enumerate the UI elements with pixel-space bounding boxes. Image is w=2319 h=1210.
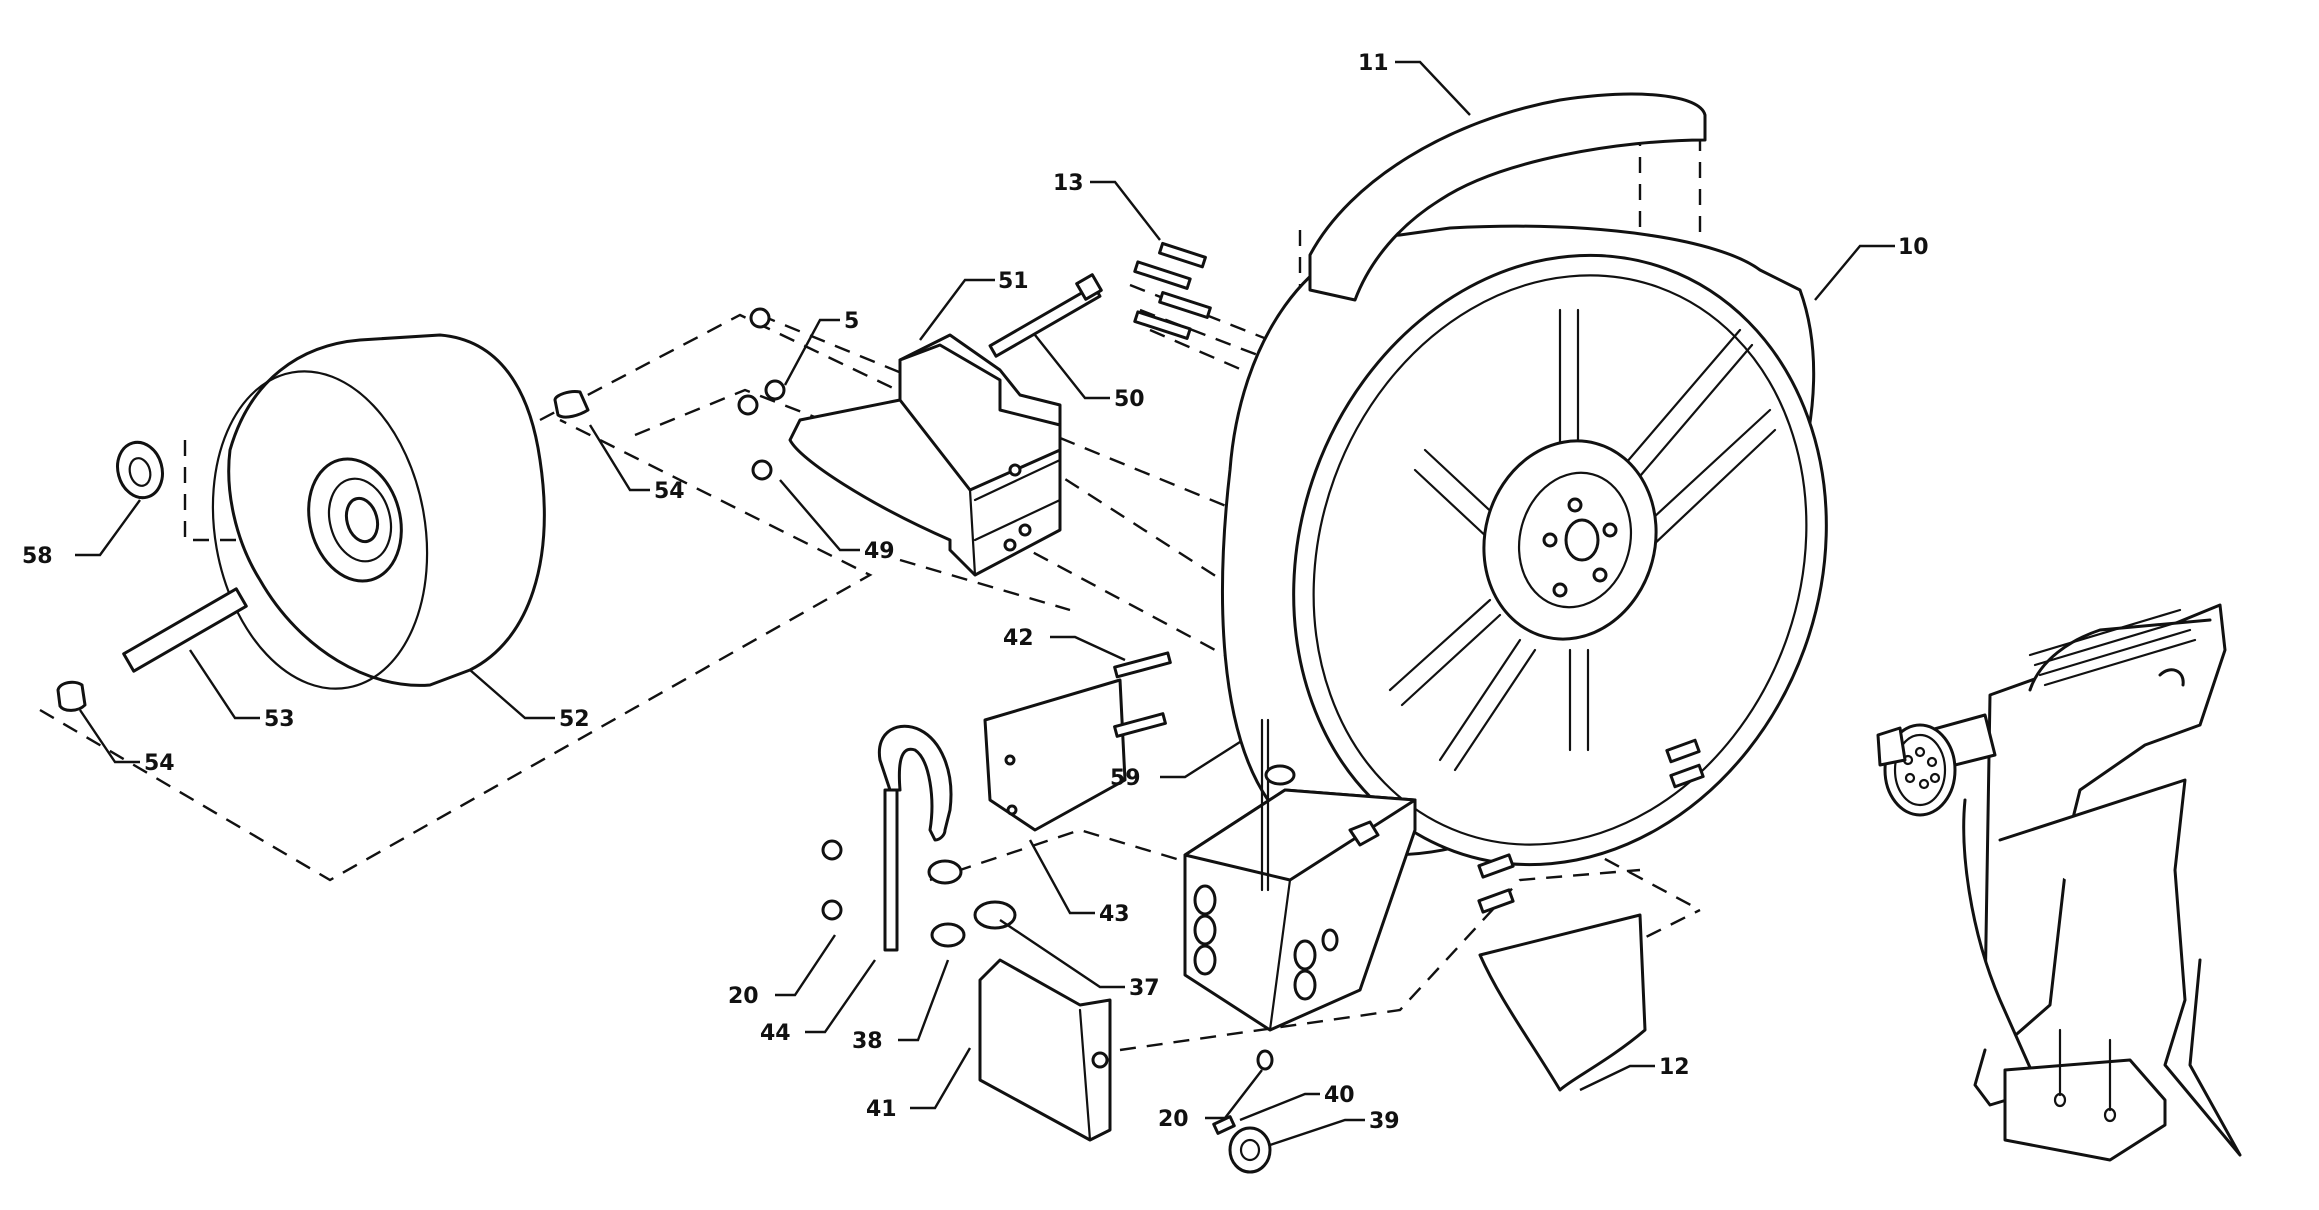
callout-52: 52 [559,707,590,732]
side-view-assembly [1876,603,2242,1162]
callout-49: 49 [864,539,895,564]
callout-42: 42 [1003,626,1034,651]
callout-44: 44 [760,1021,791,1046]
callout-54-lower: 54 [144,751,175,776]
callout-59: 59 [1110,766,1141,791]
brake-bracket [983,651,1172,832]
callout-58: 58 [22,544,53,569]
bottom-cover-shield [1478,913,1647,1092]
hex-bolts [1133,241,1212,340]
clip-plate [978,958,1112,1142]
wheel-studs [1477,738,1705,914]
washers [927,859,1017,948]
top-cover-shield [1308,92,1707,302]
callout-37: 37 [1129,976,1160,1001]
callout-53: 53 [264,707,295,732]
motor-bracket [737,273,1103,577]
cooling-fins [2028,608,2197,687]
callout-5: 5 [844,309,859,334]
callout-12: 12 [1659,1055,1690,1080]
callout-20-right: 20 [1158,1107,1189,1132]
wheel-pulley [56,333,590,712]
u-bolt [821,724,953,952]
callout-10: 10 [1898,235,1929,260]
callout-50: 50 [1114,387,1145,412]
callout-11: 11 [1358,51,1389,76]
callout-leaders [75,60,1895,1147]
callout-20-left: 20 [728,984,759,1009]
callout-40: 40 [1324,1083,1355,1108]
callout-39: 39 [1369,1109,1400,1134]
callout-38: 38 [852,1029,883,1054]
callout-43: 43 [1099,902,1130,927]
reel-wheel [1220,224,1828,867]
callout-51: 51 [998,269,1029,294]
junction-box [1183,718,1417,1174]
callout-41: 41 [866,1097,897,1122]
callout-labels: 11 10 13 51 5 50 54 49 58 53 52 54 42 59… [22,51,1929,1134]
callout-54-upper: 54 [654,479,685,504]
callout-13: 13 [1053,171,1084,196]
